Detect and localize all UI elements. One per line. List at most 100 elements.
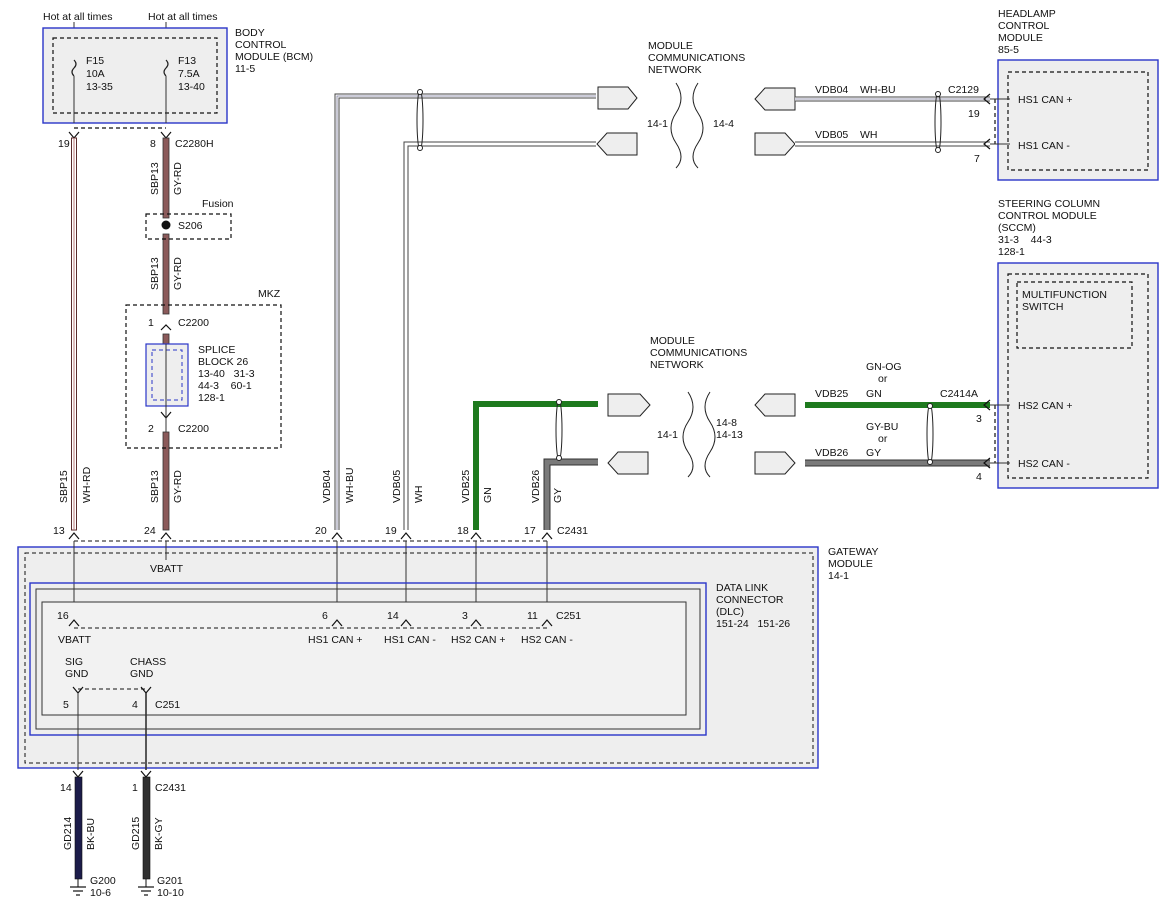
gateway-pin20-terminal-icon: [331, 532, 343, 540]
g200-label: G200: [90, 875, 116, 887]
vdb04-circuit: VDB04: [321, 470, 333, 503]
dlc-sig-gnd-1: SIG: [65, 656, 83, 668]
g200-ref: 10-6: [90, 887, 111, 899]
sccm-hs2-can-plus: HS2 CAN +: [1018, 400, 1073, 412]
dlc-pin6: 6: [322, 610, 328, 622]
ground-pin14-terminal-icon: [72, 770, 84, 778]
sccm-name-3: (SCCM): [998, 222, 1036, 234]
bcm-pin19: 19: [58, 138, 70, 150]
headlamp-pin19: 19: [968, 108, 980, 120]
network2-ref-right-2: 14-13: [716, 429, 743, 441]
splice-s206-box: [145, 213, 232, 240]
network1-ref-right: 14-4: [713, 118, 734, 130]
sccm-pin3: 3: [976, 413, 982, 425]
headlamp-pin7-terminal-icon: [983, 138, 991, 150]
wire-vdb04: [334, 93, 596, 530]
bcm-name-1: BODY: [235, 27, 265, 39]
gateway-vbatt: VBATT: [150, 563, 184, 575]
gateway-pin19-terminal-icon: [400, 532, 412, 540]
hot-at-all-times-label-1: Hot at all times: [43, 11, 112, 23]
f15-ref: 13-35: [86, 81, 113, 93]
hs2-plus-inline-connector-right: [754, 393, 796, 417]
wire-vdb25: [473, 401, 598, 530]
wire-vdb05: [403, 141, 596, 530]
f15-rating: 10A: [86, 68, 105, 80]
gateway-name-2: MODULE: [828, 558, 873, 570]
sccm-wire1-color: GN: [866, 388, 882, 400]
gd215-circuit: GD215: [130, 817, 142, 850]
splice-block-line-4: 44-3 60-1: [198, 380, 252, 392]
vdb25-circuit: VDB25: [460, 470, 472, 503]
dlc-name-1: DATA LINK: [716, 582, 768, 594]
gateway-pin19: 19: [385, 525, 397, 537]
gateway-name-1: GATEWAY: [828, 546, 879, 558]
wire-gd215: [142, 776, 151, 880]
headlamp-name-3: MODULE: [998, 32, 1043, 44]
network2-title-1: MODULE: [650, 335, 695, 347]
f13-rating: 7.5A: [178, 68, 200, 80]
dlc-pin14-terminal-icon: [400, 619, 412, 627]
gd215-color: BK-GY: [153, 817, 165, 850]
gateway-pin13-terminal-icon: [68, 532, 80, 540]
headlamp-wire1-color: WH-BU: [860, 84, 896, 96]
bcm-name-2: CONTROL: [235, 39, 286, 51]
dlc-pin16: 16: [57, 610, 69, 622]
sccm-hs2-can-minus: HS2 CAN -: [1018, 458, 1070, 470]
gateway-pin20: 20: [315, 525, 327, 537]
dlc-hs2-can-minus: HS2 CAN -: [521, 634, 573, 646]
twisted-pair-hs1-left-icon: [416, 89, 424, 151]
sbp13-circuit-3: SBP13: [149, 470, 161, 503]
network1-title-3: NETWORK: [648, 64, 702, 76]
ground-g200-icon: [70, 879, 86, 896]
dlc-pin5: 5: [63, 699, 69, 711]
gateway-pin24: 24: [144, 525, 156, 537]
headlamp-pin7: 7: [974, 153, 980, 165]
sccm-name-4: 31-3 44-3: [998, 234, 1052, 246]
g201-ref: 10-10: [157, 887, 184, 899]
network2-title-3: NETWORK: [650, 359, 704, 371]
headlamp-name-1: HEADLAMP: [998, 8, 1056, 20]
vdb26-color: GY: [552, 488, 564, 503]
dlc-pin11: 11: [527, 610, 538, 622]
network1-break-left-icon: [670, 82, 682, 169]
sccm-module: [990, 262, 1159, 489]
splice-block-line-3: 13-40 31-3: [198, 368, 255, 380]
sbp15-circuit: SBP15: [58, 470, 70, 503]
headlamp-connector: C2129: [948, 84, 979, 96]
twisted-pair-hs2-left-icon: [555, 399, 563, 461]
sbp15-color: WH-RD: [81, 466, 93, 503]
twisted-pair-hs1-right-icon: [934, 91, 942, 153]
vdb05-circuit: VDB05: [391, 470, 403, 503]
sccm-pin4: 4: [976, 471, 982, 483]
sccm-name-5: 128-1: [998, 246, 1025, 258]
headlamp-hs1-can-minus: HS1 CAN -: [1018, 140, 1070, 152]
mkz-label: MKZ: [258, 288, 281, 300]
dlc-pin3: 3: [462, 610, 468, 622]
headlamp-hs1-can-plus: HS1 CAN +: [1018, 94, 1073, 106]
ground-g201-icon: [138, 879, 154, 896]
dlc-chass-gnd-1: CHASS: [130, 656, 166, 668]
gd214-color: BK-BU: [85, 818, 97, 850]
sbp13-color-3: GY-RD: [172, 470, 184, 503]
hs2-plus-inline-connector-left: [607, 393, 651, 417]
sbp13-circuit-1: SBP13: [149, 162, 161, 195]
splice-block-line-2: BLOCK 26: [198, 356, 248, 368]
bcm-pin19-terminal-icon: [68, 131, 80, 139]
f15-label: F15: [86, 55, 104, 67]
sbp13-color-1: GY-RD: [172, 162, 184, 195]
multifunction-switch-box: [1016, 281, 1133, 349]
ground-pin1-terminal-icon: [140, 770, 152, 778]
dlc-name-3: (DLC): [716, 606, 744, 618]
sccm-wire2-circuit: VDB26: [815, 447, 848, 459]
wire-sbp13: [162, 137, 170, 531]
mkz-pin1-terminal-icon: [160, 324, 172, 331]
headlamp-wire2-circuit: VDB05: [815, 129, 848, 141]
dlc-connector-bottom: C251: [155, 699, 180, 711]
gateway-pin18-terminal-icon: [470, 532, 482, 540]
sccm-name-2: CONTROL MODULE: [998, 210, 1097, 222]
network2-break-left-icon: [682, 391, 694, 478]
sccm-pin4-terminal-icon: [983, 457, 991, 469]
headlamp-wire1-circuit: VDB04: [815, 84, 848, 96]
fuse-f15-icon: [71, 59, 77, 77]
network1-ref-left: 14-1: [647, 118, 668, 130]
